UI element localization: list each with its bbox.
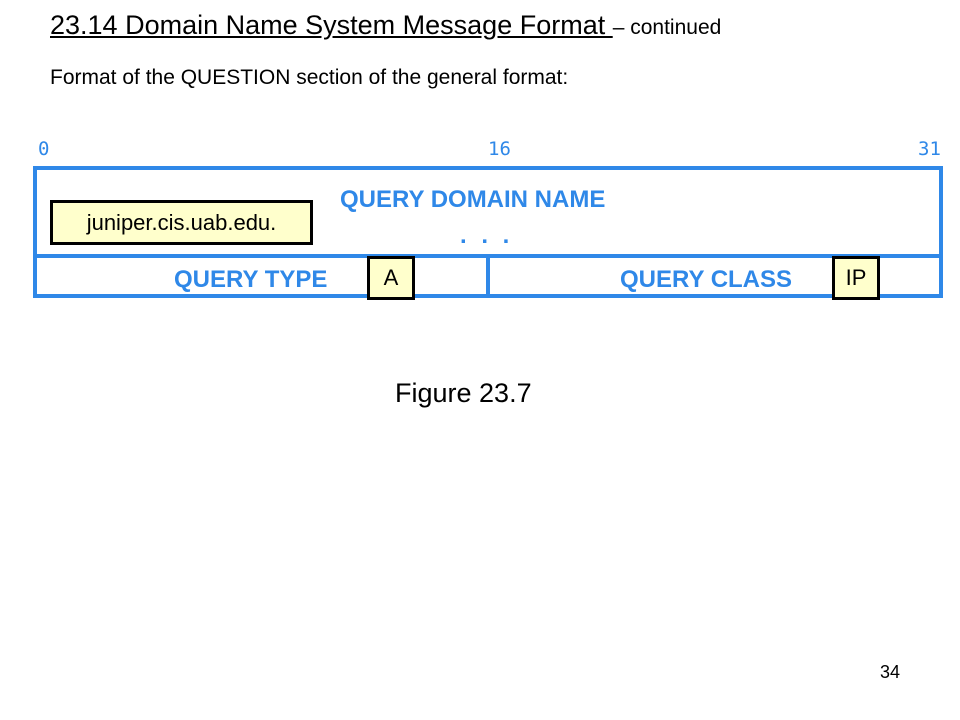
column-divider [486, 256, 490, 298]
query-domain-name-label: QUERY DOMAIN NAME [340, 186, 606, 213]
query-type-label: QUERY TYPE [174, 266, 328, 293]
query-class-value-box: IP [832, 256, 880, 300]
bit-label-16: 16 [488, 138, 511, 160]
bit-label-31: 31 [918, 138, 941, 160]
figure-caption: Figure 23.7 [395, 378, 532, 408]
query-class-label: QUERY CLASS [620, 266, 793, 293]
ellipsis: . . . [460, 222, 514, 249]
domain-name-value-box: juniper.cis.uab.edu. [50, 200, 313, 245]
continued-label: – continued [612, 16, 722, 39]
bit-label-0: 0 [38, 138, 50, 160]
page-number: 34 [880, 662, 901, 682]
section-title: 23.14 Domain Name System Message Format [50, 10, 613, 40]
slide-subtitle: Format of the QUESTION section of the ge… [50, 66, 569, 89]
query-type-value-box: A [367, 256, 415, 300]
slide-title: 23.14 Domain Name System Message Format … [50, 10, 721, 41]
